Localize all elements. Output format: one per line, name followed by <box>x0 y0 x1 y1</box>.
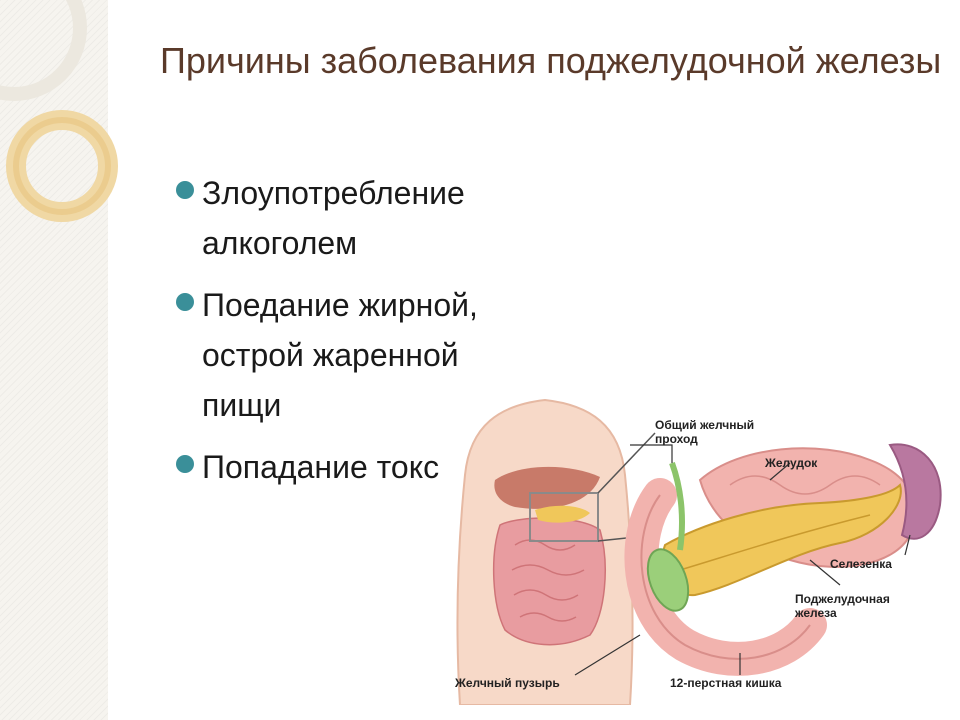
bullet-text: Злоупотребление алкоголем <box>202 175 465 261</box>
label-pancreas-line2: железа <box>794 606 837 620</box>
label-common-bile-duct-line2: проход <box>655 432 698 446</box>
label-common-bile-duct: Общий желчный <box>655 418 754 432</box>
bullet-dot-icon <box>176 293 194 311</box>
label-pancreas: Поджелудочная <box>795 592 890 606</box>
enlarged-organs <box>624 443 942 676</box>
label-duodenum: 12-перстная кишка <box>670 676 782 690</box>
bullet-dot-icon <box>176 455 194 473</box>
label-spleen: Селезенка <box>830 557 892 571</box>
torso-figure <box>456 398 634 705</box>
label-stomach: Желудок <box>764 456 818 470</box>
bullet-item: Злоупотребление алкоголем <box>176 168 536 268</box>
bullet-text: Поедание жирной, острой жаренной пищи <box>202 287 478 423</box>
zoom-box <box>529 492 599 542</box>
slide-title: Причины заболевания поджелудочной железы <box>160 40 942 81</box>
bullet-item: Поедание жирной, острой жаренной пищи <box>176 280 536 430</box>
label-gallbladder: Желчный пузырь <box>454 676 560 690</box>
pancreas-anatomy-illustration: Общий желчный проход Желудок Селезенка П… <box>440 385 950 705</box>
bullet-list: Злоупотребление алкоголем Поедание жирно… <box>176 168 536 504</box>
bullet-dot-icon <box>176 181 194 199</box>
decorative-rings <box>0 0 118 222</box>
